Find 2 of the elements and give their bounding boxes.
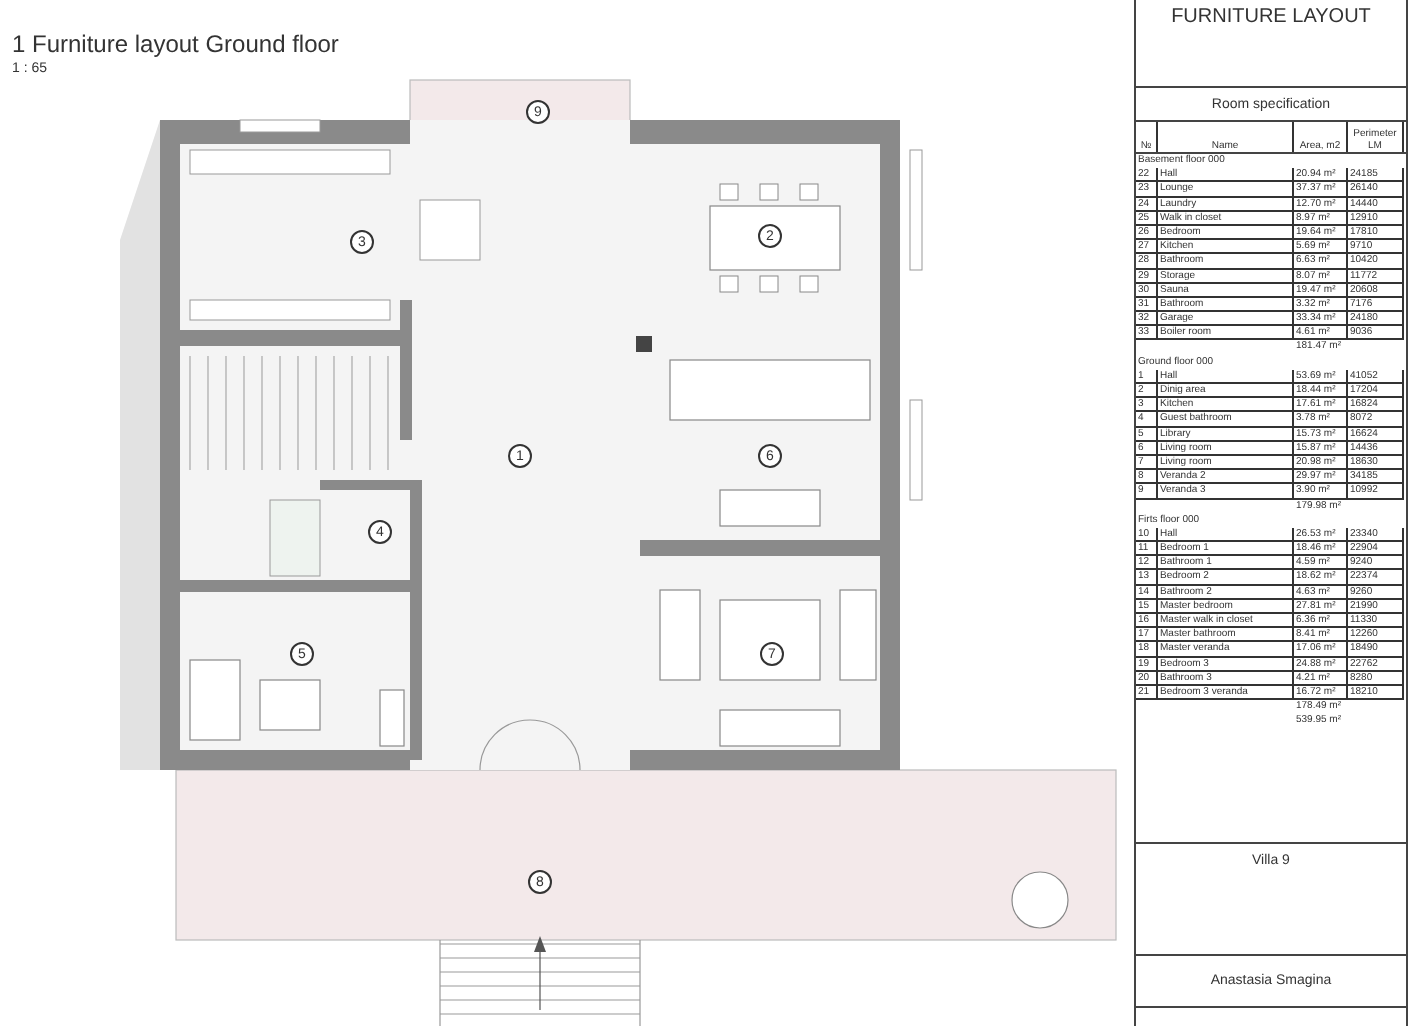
sheet-title: FURNITURE LAYOUT	[1171, 6, 1371, 32]
drawing-title: 1 Furniture layout Ground floor	[12, 30, 339, 58]
